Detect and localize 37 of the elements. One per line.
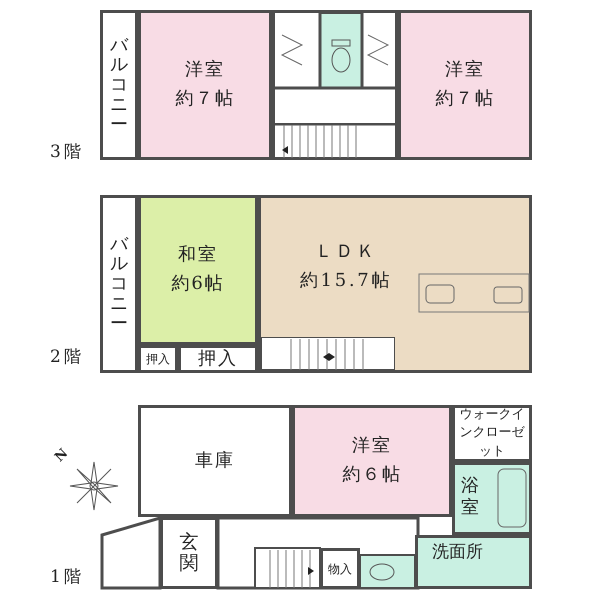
room-label: 車庫 (195, 448, 235, 473)
closet-room (452, 405, 532, 462)
room-label: 押入 (198, 346, 238, 371)
room-label: 物入 (328, 560, 352, 578)
washroom (415, 535, 532, 589)
room-label: 和室 (178, 243, 218, 268)
room-label: 洋室 (445, 58, 485, 82)
room-label: 押入 (146, 351, 170, 368)
room (398, 10, 532, 160)
room-label: 玄関 (180, 532, 198, 574)
room-label: 洗面所 (432, 542, 483, 562)
room-label: 約6帖 (172, 272, 224, 296)
room-label: ウォークインクローゼット (458, 406, 526, 461)
room-label: 約６帖 (342, 463, 402, 487)
room (178, 345, 258, 373)
room (292, 405, 452, 517)
room-label: バルコニー (110, 36, 128, 134)
closet-room (138, 345, 178, 373)
room-label: ＬＤＫ (314, 240, 378, 264)
room (138, 10, 272, 160)
room-label: 洋室 (185, 58, 225, 82)
closet-room (320, 548, 360, 589)
garage-area (138, 405, 292, 517)
room (138, 195, 258, 345)
north-label: N (51, 445, 72, 467)
room-label: 浴室 (461, 475, 479, 518)
room-label: 約７帖 (435, 87, 495, 111)
entrance-room (160, 517, 218, 589)
floor-label: 2階 (50, 346, 85, 369)
room-label: 洋室 (352, 434, 392, 458)
balcony (100, 10, 138, 160)
floor-label: 3階 (50, 141, 85, 164)
floor-label: 1階 (50, 566, 85, 589)
room-label: 約15.7帖 (300, 268, 392, 293)
room-label: バルコニー (110, 234, 128, 334)
room-label: 約７帖 (175, 87, 235, 111)
balcony (100, 195, 138, 373)
